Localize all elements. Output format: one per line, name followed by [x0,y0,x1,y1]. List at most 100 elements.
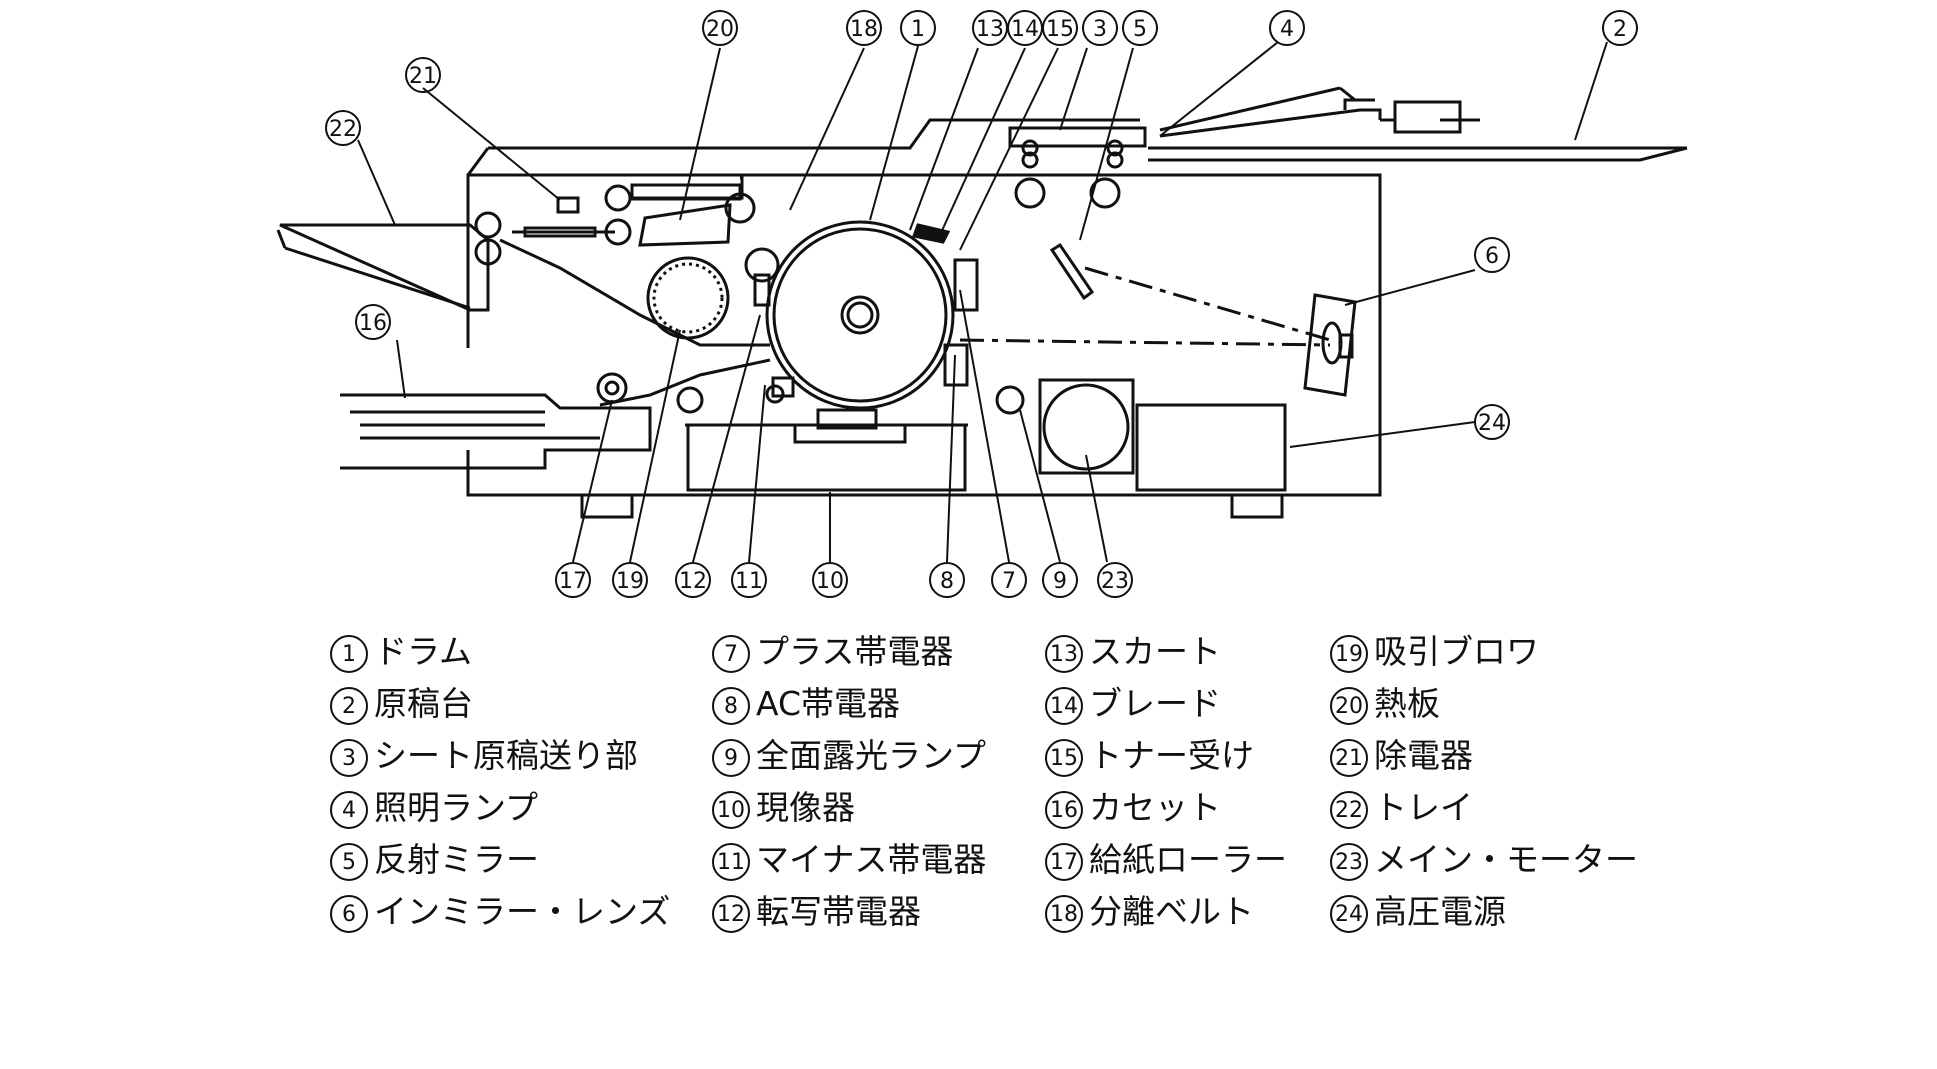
legend-label: 原稿台 [374,684,473,723]
callout-10-label: 10 [816,569,844,594]
legend-number: 8 [712,686,750,725]
legend-number: 13 [1045,634,1083,673]
output-tray [276,223,490,312]
leader-lines [357,41,1608,563]
original-table [1148,86,1688,162]
callout-6-label: 6 [1485,244,1499,269]
callout-15: 15 [1042,10,1078,46]
legend-number: 19 [1330,634,1368,673]
callout-20-label: 20 [706,17,734,42]
callout-10: 10 [812,562,848,598]
legend-number: 4 [330,790,368,829]
callout-19-label: 19 [616,569,644,594]
legend-number: 10 [712,790,750,829]
machine-body [466,118,1382,519]
callout-4-label: 4 [1280,17,1294,42]
legend-label: スカート [1089,632,1221,671]
legend-label: 熱板 [1374,684,1440,723]
legend-number: 11 [712,842,750,881]
legend-label: シート原稿送り部 [374,736,638,775]
legend-number: 2 [330,686,368,725]
legend-number: 14 [1045,686,1083,725]
callout-14-label: 14 [1011,17,1039,42]
legend-number: 7 [712,634,750,673]
legend-label: 除電器 [1374,736,1473,775]
drum [765,220,955,410]
callout-14: 14 [1007,10,1043,46]
callout-1: 1 [900,10,936,46]
callout-7: 7 [991,562,1027,598]
callout-23: 23 [1097,562,1133,598]
light-path [959,266,1331,347]
callout-5-label: 5 [1133,17,1147,42]
callout-15-label: 15 [1046,17,1074,42]
sheet-feeder [1008,126,1147,209]
callout-16-label: 16 [359,311,387,336]
developer-unit [686,425,967,492]
legend-number: 17 [1045,842,1083,881]
callout-4: 4 [1269,10,1305,46]
callout-22-label: 22 [329,117,357,142]
callout-2: 2 [1602,10,1638,46]
legend-number: 3 [330,738,368,777]
callout-1-label: 1 [911,17,925,42]
legend-number: 22 [1330,790,1368,829]
callout-7-label: 7 [1002,569,1016,594]
callout-13-label: 13 [976,17,1004,42]
callout-13: 13 [972,10,1008,46]
reflective-mirror [1049,242,1095,301]
legend-label: マイナス帯電器 [756,840,987,879]
legend-number: 9 [712,738,750,777]
callout-12-label: 12 [679,569,707,594]
legend-label: ドラム [374,632,473,671]
high-voltage-box [1135,403,1287,492]
paper-path [499,238,771,414]
callouts: 1 2 3 4 5 6 7 8 9 10 11 12 13 14 15 16 1… [325,10,1638,598]
legend-label: プラス帯電器 [756,632,954,671]
callout-24: 24 [1474,404,1510,440]
legend-number: 6 [330,894,368,933]
callout-8-label: 8 [940,569,954,594]
legend-label: 現像器 [756,788,855,827]
legend-label: ブレード [1089,684,1221,723]
legend-number: 12 [712,894,750,933]
callout-8: 8 [929,562,965,598]
legend-label: 分離ベルト [1089,892,1254,931]
callout-9: 9 [1042,562,1078,598]
hot-plate-unit [604,176,780,340]
callout-3: 3 [1082,10,1118,46]
callout-17-label: 17 [559,569,587,594]
legend-label: 照明ランプ [374,788,539,827]
legend-label: トナー受け [1089,736,1254,775]
legend-label: 高圧電源 [1374,892,1506,931]
callout-18: 18 [846,10,882,46]
legend-label: トレイ [1374,788,1473,827]
legend-number: 15 [1045,738,1083,777]
callout-18-label: 18 [850,17,878,42]
callout-19: 19 [612,562,648,598]
eliminator [474,196,615,266]
legend-number: 24 [1330,894,1368,933]
